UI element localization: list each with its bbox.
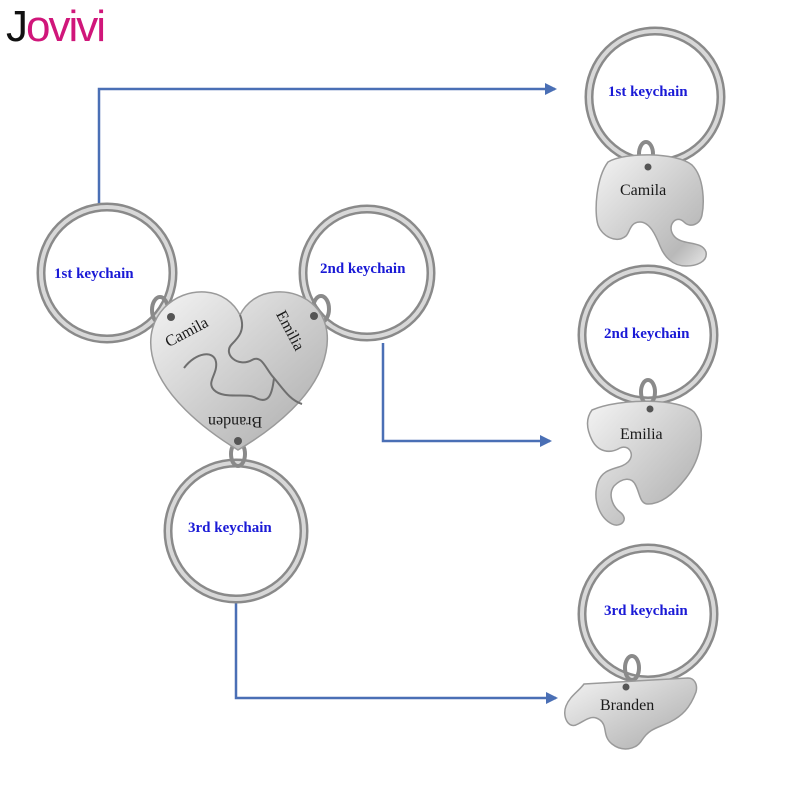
heart-hole-1 xyxy=(167,313,175,321)
main-ring-3 xyxy=(163,458,309,604)
arrow-1st xyxy=(97,83,557,210)
separated-label-1st: 1st keychain xyxy=(608,84,688,100)
arrow-3rd xyxy=(234,600,558,704)
main-ring-1 xyxy=(36,202,178,344)
separated-engraving-emilia: Emilia xyxy=(620,426,663,443)
separated-piece-3 xyxy=(564,677,698,750)
heart-hole-2 xyxy=(310,312,318,320)
piece-2-hole xyxy=(646,405,654,413)
brand-name: Jovivi xyxy=(6,2,106,51)
separated-label-2nd: 2nd keychain xyxy=(604,326,690,342)
separated-jump-ring-3 xyxy=(623,654,641,682)
arrow-2nd xyxy=(381,343,552,447)
separated-engraving-branden: Branden xyxy=(600,697,655,714)
puzzle-seam-a xyxy=(227,314,303,405)
heart-hole-3 xyxy=(234,437,242,445)
separated-label-3rd: 3rd keychain xyxy=(604,603,688,619)
separated-piece-2 xyxy=(586,400,703,526)
heart-engraving-branden: Branden xyxy=(208,413,263,430)
puzzle-seam-b xyxy=(183,353,275,401)
main-label-3rd: 3rd keychain xyxy=(188,520,272,536)
separated-piece-1 xyxy=(595,154,707,267)
brand-logo: Jovivi xyxy=(6,2,106,52)
piece-3-hole xyxy=(622,683,630,691)
separated-engraving-camila: Camila xyxy=(620,182,667,199)
main-ring-2 xyxy=(298,204,436,342)
piece-1-hole xyxy=(644,163,652,171)
main-label-2nd: 2nd keychain xyxy=(320,261,406,277)
main-label-1st: 1st keychain xyxy=(54,266,134,282)
